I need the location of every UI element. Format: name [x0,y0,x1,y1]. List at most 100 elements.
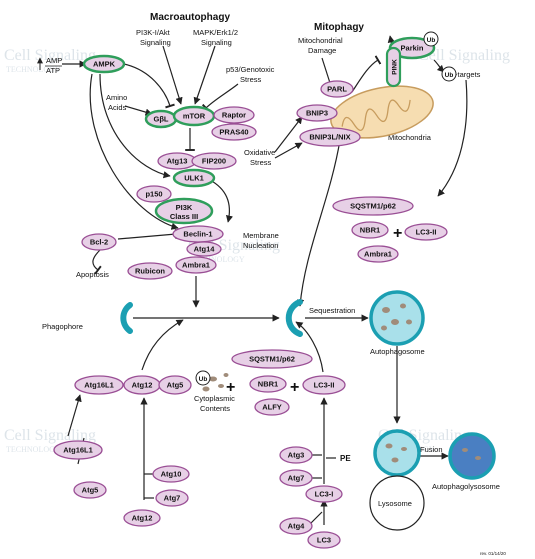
node-bcl2: Bcl-2 [81,233,117,251]
node-atg13-label: Atg13 [167,157,188,166]
node-atg3-label: Atg3 [288,451,305,460]
node-atg16l1-free-shape [53,440,103,460]
mapk-signaling-label: Signaling [201,38,232,47]
amino-label: Amino [106,93,127,102]
node-atg13: Atg13 [157,152,197,170]
ub-cytoplasmic-label: Ub [199,376,208,383]
node-ulk1: ULK1 [172,168,216,188]
footer-revision: rev. 01/14/20 [480,551,506,556]
node-lc3i-shape [305,485,343,503]
node-atg16l1-free: Atg16L1 [53,440,103,460]
node-lc3ii-label: LC3-II [416,228,437,237]
node-parkin-label: Parkin [401,44,424,53]
inhibit-bcl2-apoptosis [92,249,102,275]
node-bnip3l: BNIP3L/NIX [299,127,361,147]
node-sqstm1-shape [332,196,414,216]
ub-parkin: Ub [423,31,439,47]
fusion-label: Fusion [420,445,443,454]
arrow-ubtargets-sqstm1 [437,79,468,197]
node-alfy-shape [254,398,290,416]
node-ampk: AMPK [82,54,126,74]
mapk-label: MAPK/Erk1/2 [193,28,238,37]
node-atg7-label: Atg7 [164,494,181,503]
node-lc3ii-cargo-shape [302,375,346,395]
node-raptor: Raptor [213,106,255,124]
apoptosis-label: Apoptosis [76,270,109,279]
acids-label: Acids [108,103,127,112]
node-nbr1-cargo: NBR1 [249,375,287,393]
node-lc3ii: LC3-II [404,223,448,241]
arrow-amino-mtor [124,105,153,116]
node-pink-label: PINK [392,59,399,75]
p53-label: p53/Genotoxic [226,65,275,74]
node-ulk1-label: ULK1 [184,174,204,183]
node-bnip3l-shape [299,127,361,147]
node-atg14-shape [186,241,222,257]
pe-label: PE [340,454,351,463]
arrow-mitophagy-sequestration [296,139,341,307]
node-atg10: Atg10 [152,465,190,483]
watermark-name: Cell Signaling [4,47,96,64]
watermark-top: Cell Signaling TECHNOLOGY [4,47,96,74]
node-ambra1-mito: Ambra1 [357,245,399,263]
sequestration-label: Sequestration [309,306,355,315]
node-p150: p150 [136,185,172,203]
node-atg12-label: Atg12 [132,381,153,390]
pi3k-akt-signaling-label: Signaling [140,38,171,47]
node-ambra1-mito-label: Ambra1 [364,250,392,259]
node-atg16l1-shape [74,375,124,395]
ub-parkin-label: Ub [427,37,436,44]
node-pras40-label: PRAS40 [219,128,248,137]
node-lc3ii-shape [404,223,448,241]
node-bnip3-label: BNIP3 [306,109,328,118]
node-fip200: FIP200 [191,152,237,170]
watermark-sub: TECHNOLOGY [6,65,61,74]
node-lc3: LC3 [307,531,341,549]
cytoplasmic-label: Cytoplasmic [194,394,235,403]
node-lc3-shape [307,531,341,549]
lysosome-label: Lysosome [378,499,412,508]
fusion-vesicle [373,429,421,477]
node-pras40-shape [211,123,257,141]
inhibit-p53-mtor [201,83,239,113]
node-beclin1-label: Beclin-1 [183,230,212,239]
node-atg7-shape [155,489,189,507]
arrow-mapk-mtor [193,45,216,105]
node-atg12-free-label: Atg12 [132,514,153,523]
arrow-akt-mtor [162,45,183,105]
ub-targets-circle-label: Ub [445,72,454,79]
node-atg5-free: Atg5 [73,481,107,499]
node-pras40: PRAS40 [211,123,257,141]
plus-cargo-2: + [290,379,299,396]
mitochondrion [330,85,434,139]
node-parl-shape [320,80,354,98]
node-atg3: Atg3 [279,446,313,464]
inhibit-damage-parl [321,57,335,86]
node-gbl: GβL [144,109,178,129]
phagophore-crescent [120,302,133,334]
node-atg7-lc3-shape [279,469,313,487]
watermark-name: Cell Signaling [418,47,510,64]
cytoplasmic-contents [202,373,229,392]
node-lc3ii-cargo: LC3-II [302,375,346,395]
node-ambra1-label: Ambra1 [182,261,210,270]
inhibit-ampk-mtor [123,63,175,109]
autophagolysosome-label: Autophagolysosome [432,482,500,491]
node-bcl2-label: Bcl-2 [90,238,108,247]
ub-targets-label: -targets [455,70,481,79]
arrow-oxidative-bnip3 [274,116,303,153]
macroautophagy-header: Macroautophagy [150,12,230,23]
connectors [62,35,468,527]
node-lc3i: LC3-I [305,485,343,503]
inhibit-parl-pink [351,55,382,93]
membrane-label: Membrane [243,231,279,240]
node-atg7: Atg7 [155,489,189,507]
node-atg16l1-label: Atg16L1 [84,381,114,390]
node-atg4-label: Atg4 [288,522,305,531]
node-p150-label: p150 [145,190,162,199]
node-pi3k-class3-label: PI3K [176,203,193,212]
node-lc3i-label: LC3-I [315,490,334,499]
node-nbr1-label: NBR1 [360,226,380,235]
